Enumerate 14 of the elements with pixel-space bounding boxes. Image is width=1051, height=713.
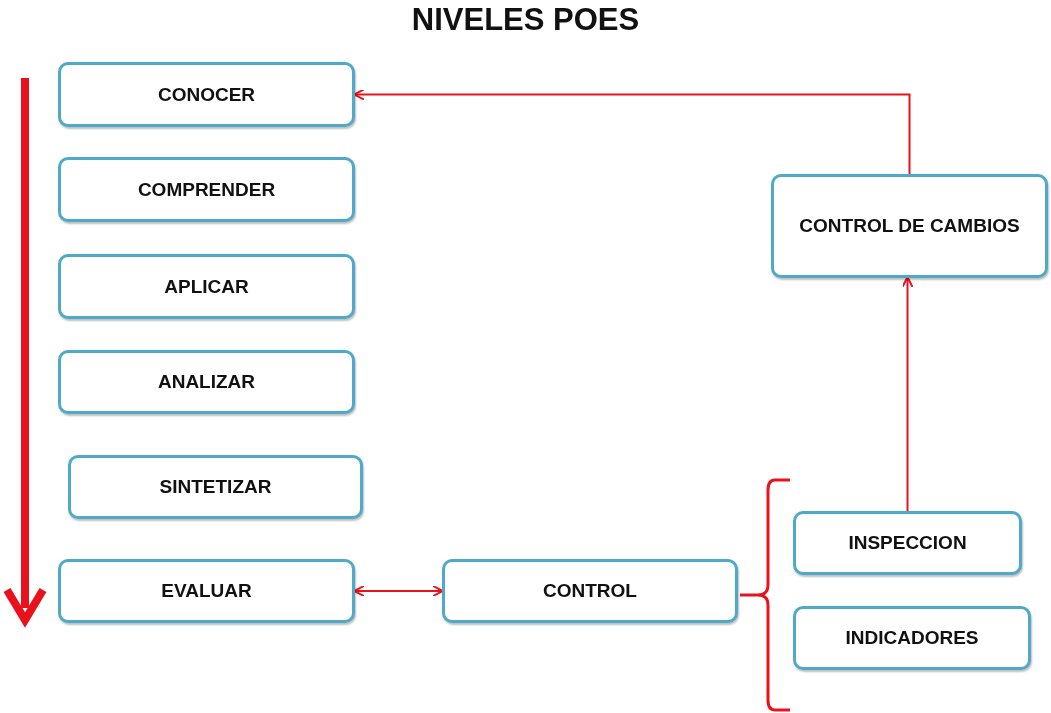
arrow — [353, 88, 911, 175]
process-box: CONOCER — [58, 62, 355, 127]
process-box: INDICADORES — [793, 606, 1031, 670]
process-box: SINTETIZAR — [68, 455, 363, 519]
process-box: EVALUAR — [58, 559, 355, 623]
process-box: APLICAR — [58, 254, 355, 319]
process-box: INSPECCION — [793, 511, 1022, 575]
process-box: CONTROL DE CAMBIOS — [771, 174, 1048, 278]
process-box: ANALIZAR — [58, 350, 355, 414]
arrow — [353, 585, 444, 597]
process-box: CONTROL — [442, 559, 738, 623]
title: NIVELES POES — [410, 2, 641, 38]
process-box: COMPRENDER — [58, 157, 355, 222]
arrow — [901, 276, 914, 512]
